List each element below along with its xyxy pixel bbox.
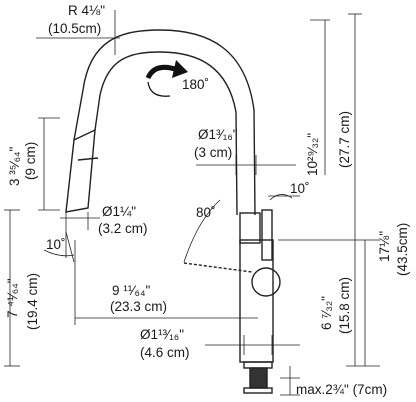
lever-knob (251, 267, 281, 297)
spout-collar (239, 212, 261, 244)
reach-in: 9 ¹¹⁄₆₄" (112, 283, 151, 298)
deck-thickness: max.2¾" (7cm) (296, 382, 388, 397)
lever-height-cm: (15.8 cm) (337, 276, 352, 334)
faucet-outline (65, 29, 281, 394)
total-height-in: 17⅛" (377, 230, 392, 262)
rotation-label: 180˚ (182, 77, 210, 92)
total-height-cm: (43.5cm) (395, 222, 410, 276)
faucet-body (239, 239, 274, 363)
neck-dia-in: Ø1³⁄₁₆" (198, 127, 238, 142)
lever-angle-top: 10˚ (290, 181, 310, 196)
spout-radius-in: R 4⅛" (68, 3, 106, 18)
spout-height-in: 10²⁹⁄₃₂" (305, 132, 320, 176)
lever (261, 209, 273, 261)
spray-height-in: 7 ⁴¹⁄₆₄" (5, 278, 20, 318)
lever-angle: 80˚ (196, 205, 216, 220)
spout-radius-cm: (10.5cm) (48, 21, 102, 36)
spray-head (65, 128, 96, 213)
neck-dia-cm: (3 cm) (194, 145, 233, 160)
gooseneck-inner (94, 51, 238, 216)
spray-len-cm: (9 cm) (23, 141, 38, 180)
spray-dia-in: Ø1¼" (102, 204, 137, 219)
faucet-base (243, 361, 273, 369)
base-dia-in: Ø1¹³⁄₁₆" (140, 327, 185, 342)
gooseneck-outer (73, 29, 256, 216)
faucet-shank (249, 367, 268, 389)
reach-cm: (23.3 cm) (110, 299, 168, 314)
spray-len-in: 3 ³⁵⁄₆₄" (7, 146, 22, 186)
spray-angle: 10˚ (46, 237, 66, 252)
spray-dia-cm: (3.2 cm) (98, 221, 148, 236)
spray-height-cm: (19.4 cm) (25, 272, 40, 330)
rotation-arrow-icon (145, 60, 188, 97)
lever-height-in: 6 ⁷⁄₃₂" (319, 296, 334, 330)
spout-height-cm: (27.7 cm) (337, 110, 352, 168)
dimension-lines (4, 10, 380, 396)
base-dia-cm: (4.6 cm) (140, 345, 190, 360)
